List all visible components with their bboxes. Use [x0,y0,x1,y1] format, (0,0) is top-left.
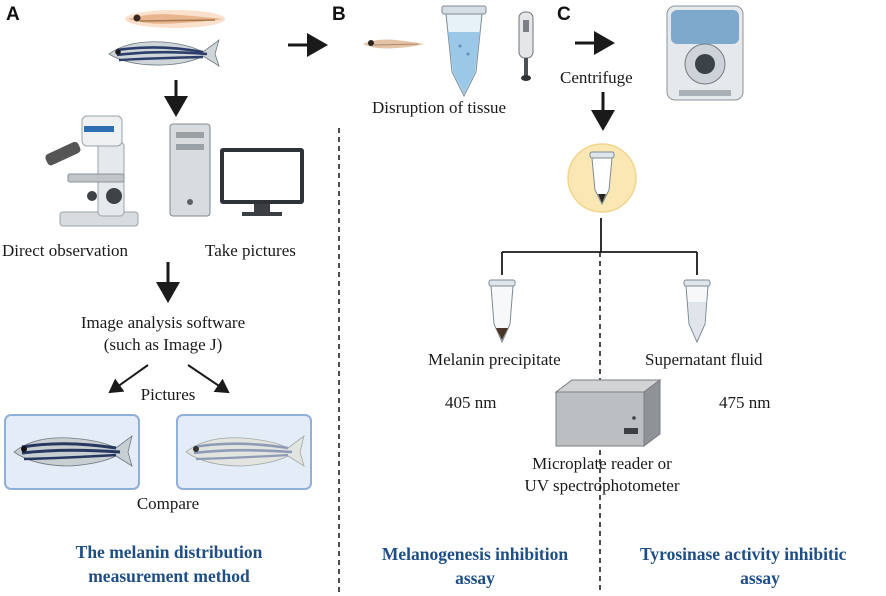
supernatant-fluid-label: Supernatant fluid [645,350,763,369]
zebrafish-larva-icon [125,10,225,28]
wavelength-405-label: 405 nm [445,393,497,412]
method-a-line2: measurement method [88,566,250,586]
method-c-line2: assay [740,568,780,588]
supernatant-tube-icon [683,279,711,344]
melanin-precipitate-label: Melanin precipitate [428,350,561,369]
reader-label-line1: Microplate reader or [532,454,672,473]
disruption-label: Disruption of tissue [372,98,507,117]
microplate-reader-icon [554,379,662,447]
compare-label: Compare [136,494,200,513]
centrifuged-tube-highlight [567,143,637,213]
direct-observation-label: Direct observation [2,241,129,260]
panel-letter-b: B [332,4,346,25]
arrow-to-normal-fish [108,364,149,394]
melanin-tube-icon [488,279,516,344]
image-analysis-label-line1: Image analysis software [80,313,246,332]
microtube-icon [441,5,487,98]
homogenizer-icon [518,11,534,81]
microscope-icon [45,115,139,227]
method-b-line1: Melanogenesis inhibition [381,544,569,564]
centrifuge-icon [666,5,744,101]
larva-small-icon [363,39,424,49]
image-analysis-label-line2: (such as Image J) [103,335,223,354]
method-a-line1: The melanin distribution [75,542,263,562]
take-pictures-label: Take pictures [205,241,296,260]
computer-icon [169,123,304,217]
normal-pigmentation-picture [4,414,140,490]
reduced-pigmentation-picture [176,414,312,490]
centrifuge-label: Centrifuge [560,68,633,87]
panel-letter-c: C [557,4,571,25]
reader-label-line2: UV spectrophotometer [524,476,680,495]
panel-letter-a: A [6,4,20,25]
method-b-line2: assay [455,568,495,588]
wavelength-475-label: 475 nm [719,393,771,412]
zebrafish-adult-icon [108,38,220,67]
pictures-label: Pictures [140,385,196,404]
method-c-line1: Tyrosinase activity inhibitic [640,544,847,564]
arrow-to-faded-fish [187,364,230,394]
